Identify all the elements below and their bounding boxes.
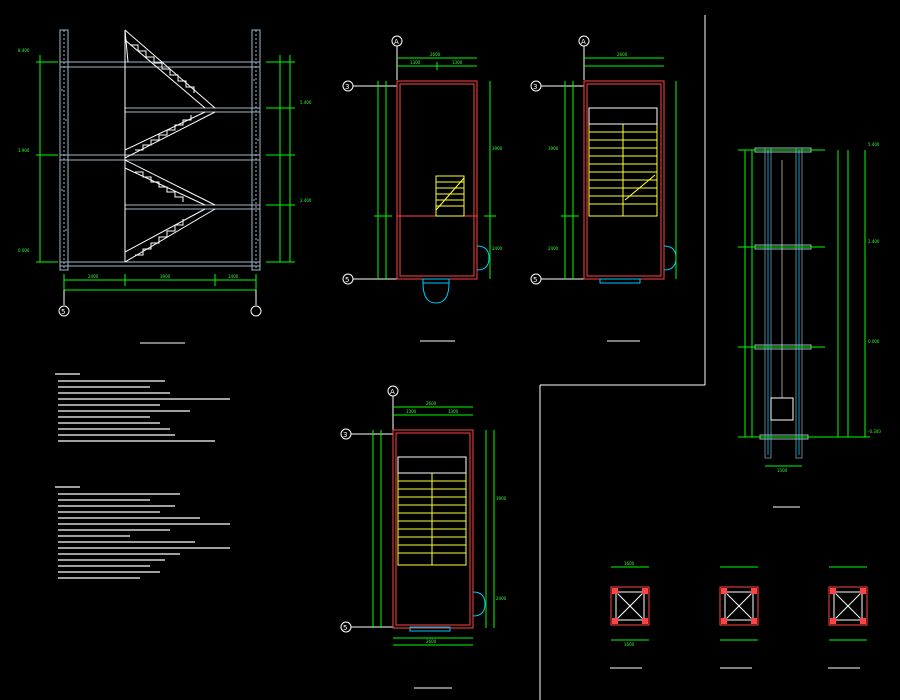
plan3-dim-top-b: 1300	[448, 409, 459, 414]
section-left-dims	[36, 55, 58, 263]
plan3-dim-bottom: 2600	[426, 639, 437, 644]
plan3-axis-left-bottom: 5	[343, 624, 347, 632]
plan1-stair	[435, 175, 465, 217]
plan1-walls	[396, 80, 478, 280]
plan3-dim-top-a: 1300	[406, 409, 417, 414]
shaft-dims	[738, 149, 870, 467]
plan1-dims	[374, 57, 496, 279]
small-plan-1: 1600 1600	[610, 561, 650, 669]
plan1-axis-left-bottom: 5	[345, 276, 349, 284]
plan2-axis-top: A	[581, 38, 586, 46]
plan1-axis-left-top: 3	[345, 83, 349, 91]
small-plan-2	[719, 566, 759, 669]
section-slab-3	[124, 204, 261, 210]
plan3-walls	[392, 429, 474, 629]
small-plan-1-dim-top: 1600	[624, 561, 635, 566]
plan1-dim-top: 2600	[430, 52, 441, 57]
plan3-axis-top: A	[390, 388, 395, 396]
plan3-doors	[409, 591, 486, 632]
section-dim-3: 1400	[228, 274, 239, 279]
shaft-level-2: 2.400	[868, 239, 880, 244]
plan3-dim-r1: 2400	[496, 596, 507, 601]
plan1-doors	[422, 245, 490, 304]
plan2-dim-l2: 3900	[548, 146, 559, 151]
plan2-dim-l1: 2400	[548, 246, 559, 251]
plan2-dims	[561, 57, 677, 279]
section-slab-2	[59, 154, 261, 161]
stair-plan-2: A 3 5	[530, 35, 677, 342]
plan1-dim-r1: 2400	[492, 246, 503, 251]
shaft-level-4: -0.300	[868, 429, 881, 434]
small-plan-1-dim-bottom: 1600	[624, 642, 635, 647]
plan2-axis-left-top: 3	[533, 83, 537, 91]
plan2-dim-top: 2600	[617, 52, 628, 57]
notes-block	[55, 373, 230, 579]
section-level-ground: 0.000	[18, 248, 30, 253]
plan2-stair	[588, 123, 658, 217]
plan3-stair	[397, 472, 467, 566]
section-dim-2: 3900	[160, 274, 171, 279]
small-plan-3	[828, 566, 868, 669]
section-right-dims	[266, 55, 295, 263]
section-level-r1: 5.400	[300, 100, 312, 105]
plan3-dim-r2: 3900	[496, 496, 507, 501]
stair-section-drawing: 2400 3900 1400 8.400 3.900 0.000 5.400 2…	[18, 29, 312, 344]
plan3-dims	[372, 406, 495, 646]
shaft-level-1: 5.400	[868, 142, 880, 147]
shaft-counterweight	[770, 397, 794, 421]
shaft-dim-bottom: 1500	[777, 468, 788, 473]
section-ground-slab	[59, 261, 261, 267]
section-axis-left-label: 5	[61, 308, 65, 316]
elevator-shaft-section: 5.400 2.400 0.000 -0.300 1500	[738, 142, 881, 508]
plan3-dim-top: 2600	[426, 401, 437, 406]
stair-plan-1: A 3 5	[342, 35, 503, 342]
plan2-doors	[599, 245, 677, 284]
section-bottom-dims	[63, 274, 257, 300]
stair-flights	[124, 29, 216, 263]
stair-plan-3: A 3 5	[340, 385, 507, 689]
plan1-axis-top: A	[394, 38, 399, 46]
section-slab-4	[124, 107, 261, 113]
sheet-divider-lines	[539, 15, 706, 700]
section-slab-1	[59, 61, 261, 68]
plan1-dim-r2: 3900	[492, 146, 503, 151]
plan3-axis-left-top: 3	[343, 431, 347, 439]
plan2-axis-left-bottom: 5	[533, 276, 537, 284]
plan1-dim-top-b: 1300	[452, 60, 463, 65]
section-dim-1: 2400	[88, 274, 99, 279]
shaft-level-3: 0.000	[868, 339, 880, 344]
section-level-r2: 2.400	[300, 198, 312, 203]
wall-hatch	[61, 79, 259, 241]
plan1-dim-top-a: 1300	[410, 60, 421, 65]
section-level-mid: 3.900	[18, 148, 30, 153]
section-level-top: 8.400	[18, 48, 30, 53]
section-axis-bubbles	[58, 290, 262, 317]
